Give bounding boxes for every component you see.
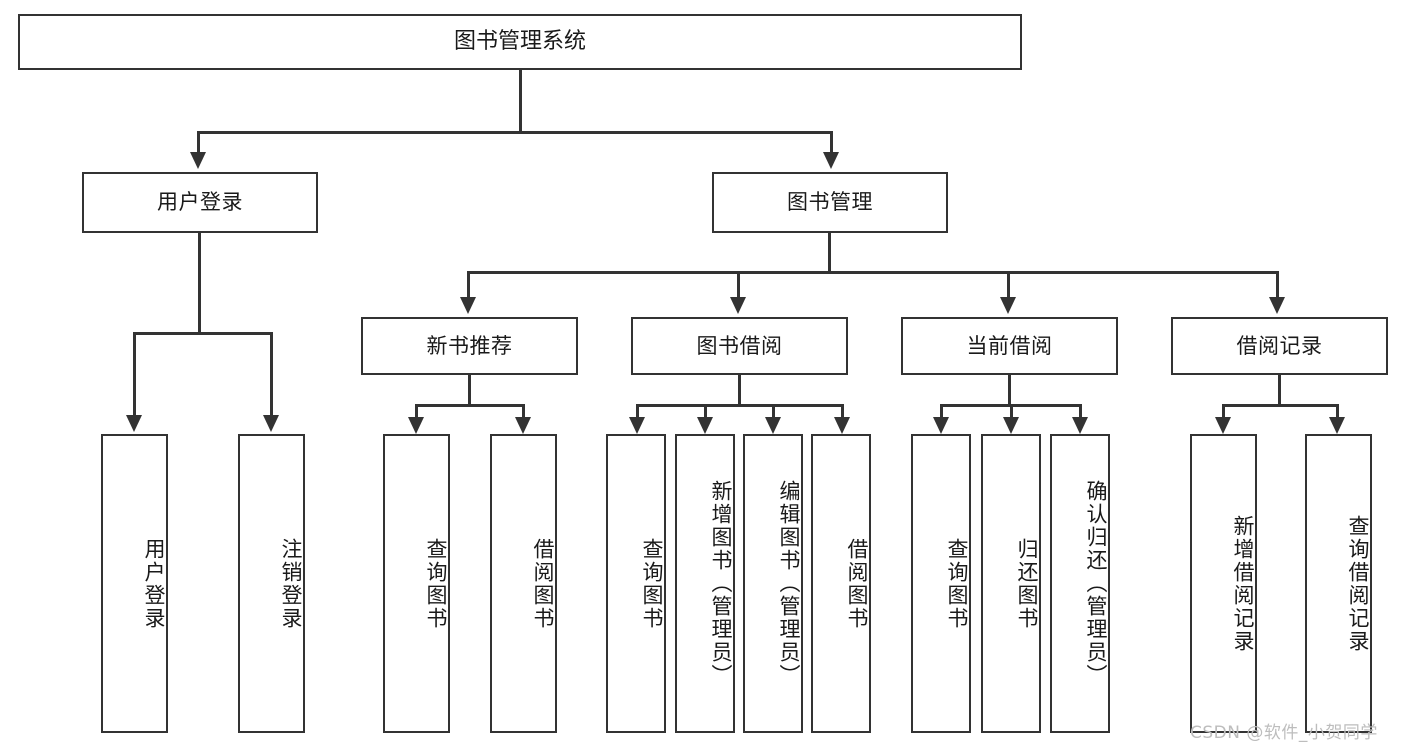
connector-borrowrecord-drop-2 — [1336, 404, 1339, 420]
connector-currentborrow-stem — [1008, 375, 1011, 406]
node-book-borrow[interactable]: 图书借阅 — [631, 317, 848, 375]
node-borrow-record[interactable]: 借阅记录 — [1171, 317, 1388, 375]
node-label: 图书借阅 — [696, 333, 783, 358]
node-current-borrow[interactable]: 当前借阅 — [901, 317, 1118, 375]
leaf-borrow-book-recommend[interactable]: 借阅图书 — [490, 434, 557, 733]
arrow-root-to-login — [190, 152, 206, 169]
leaf-query-book-recommend[interactable]: 查询图书 — [383, 434, 450, 733]
connector-bookmgmt-drop-1 — [467, 271, 470, 299]
node-label: 图书管理系统 — [453, 29, 586, 55]
node-label: 查询借阅记录 — [1346, 514, 1370, 653]
node-root-system[interactable]: 图书管理系统 — [18, 14, 1022, 70]
connector-bookmgmt-drop-4 — [1276, 271, 1279, 299]
connector-root-stem — [519, 70, 522, 132]
connector-borrowrecord-stem — [1278, 375, 1281, 406]
arrow-bookborrow-to-borrow — [834, 417, 850, 434]
leaf-query-book-current[interactable]: 查询图书 — [911, 434, 971, 733]
node-user-login[interactable]: 用户登录 — [82, 172, 318, 233]
connector-currentborrow-drop-1 — [940, 404, 943, 420]
leaf-logout[interactable]: 注销登录 — [238, 434, 305, 733]
node-label: 用户登录 — [157, 190, 243, 215]
node-label: 新书推荐 — [426, 333, 513, 358]
connector-bookmgmt-bar — [467, 271, 1279, 274]
node-label: 图书管理 — [787, 190, 873, 215]
arrow-currentborrow-to-query — [933, 417, 949, 434]
node-label: 新增借阅记录 — [1231, 514, 1255, 653]
connector-bookborrow-drop-3 — [772, 404, 775, 420]
leaf-query-borrow-record[interactable]: 查询借阅记录 — [1305, 434, 1372, 733]
arrow-bookborrow-to-edit — [765, 417, 781, 434]
connector-bookborrow-stem — [738, 375, 741, 406]
connector-bookborrow-drop-1 — [636, 404, 639, 420]
node-label: 查询图书 — [640, 537, 664, 630]
arrow-newbook-to-borrow — [515, 417, 531, 434]
node-label: 用户登录 — [142, 537, 166, 630]
connector-currentborrow-drop-2 — [1010, 404, 1013, 420]
arrow-bookborrow-to-query — [629, 417, 645, 434]
arrow-bookmgmt-to-current — [1000, 297, 1016, 314]
leaf-add-borrow-record[interactable]: 新增借阅记录 — [1190, 434, 1257, 733]
connector-newbook-stem — [468, 375, 471, 406]
arrow-bookborrow-to-add — [697, 417, 713, 434]
connector-login-drop-1 — [133, 332, 136, 417]
connector-root-to-login — [197, 131, 200, 153]
connector-bookborrow-drop-2 — [704, 404, 707, 420]
node-label: 注销登录 — [279, 537, 303, 630]
leaf-user-login[interactable]: 用户登录 — [101, 434, 168, 733]
connector-login-drop-2 — [270, 332, 273, 417]
arrow-borrowrecord-to-add — [1215, 417, 1231, 434]
arrow-borrowrecord-to-query — [1329, 417, 1345, 434]
leaf-confirm-return-admin[interactable]: 确认归还（管理员） — [1050, 434, 1110, 733]
connector-bookmgmt-stem — [828, 233, 831, 273]
node-label: 当前借阅 — [966, 333, 1053, 358]
arrow-currentborrow-to-confirm — [1072, 417, 1088, 434]
connector-bookmgmt-drop-3 — [1007, 271, 1010, 299]
node-label: 查询图书 — [945, 537, 969, 630]
node-book-management[interactable]: 图书管理 — [712, 172, 948, 233]
arrow-root-to-bookmgmt — [823, 152, 839, 169]
connector-login-bar — [133, 332, 272, 335]
leaf-add-book-admin[interactable]: 新增图书（管理员） — [675, 434, 735, 733]
arrow-login-to-user-login — [126, 415, 142, 432]
node-label: 确认归还（管理员） — [1084, 480, 1108, 687]
connector-borrowrecord-bar — [1222, 404, 1339, 407]
connector-borrowrecord-drop-1 — [1222, 404, 1225, 420]
connector-root-bar — [197, 131, 833, 134]
leaf-return-book[interactable]: 归还图书 — [981, 434, 1041, 733]
node-label: 编辑图书（管理员） — [777, 480, 801, 687]
node-new-book-recommend[interactable]: 新书推荐 — [361, 317, 578, 375]
node-label: 查询图书 — [424, 537, 448, 630]
arrow-currentborrow-to-return — [1003, 417, 1019, 434]
connector-newbook-drop-1 — [415, 404, 418, 420]
node-label: 新增图书（管理员） — [709, 480, 733, 687]
csdn-watermark: CSDN @软件_小贺同学 — [1190, 723, 1378, 743]
connector-bookborrow-drop-4 — [841, 404, 844, 420]
connector-root-to-bookmgmt — [830, 131, 833, 153]
arrow-bookmgmt-to-record — [1269, 297, 1285, 314]
leaf-edit-book-admin[interactable]: 编辑图书（管理员） — [743, 434, 803, 733]
connector-newbook-drop-2 — [522, 404, 525, 420]
connector-bookborrow-bar — [636, 404, 844, 407]
leaf-query-book-borrow[interactable]: 查询图书 — [606, 434, 666, 733]
node-label: 借阅图书 — [531, 537, 555, 630]
connector-newbook-bar — [415, 404, 525, 407]
arrow-bookmgmt-to-borrow — [730, 297, 746, 314]
connector-currentborrow-drop-3 — [1079, 404, 1082, 420]
node-label: 归还图书 — [1015, 537, 1039, 630]
arrow-login-to-logout — [263, 415, 279, 432]
node-label: 借阅图书 — [845, 537, 869, 630]
arrow-newbook-to-query — [408, 417, 424, 434]
leaf-borrow-book[interactable]: 借阅图书 — [811, 434, 871, 733]
connector-bookmgmt-drop-2 — [737, 271, 740, 299]
node-label: 借阅记录 — [1236, 333, 1323, 358]
connector-login-stem — [198, 233, 201, 334]
arrow-bookmgmt-to-newbook — [460, 297, 476, 314]
